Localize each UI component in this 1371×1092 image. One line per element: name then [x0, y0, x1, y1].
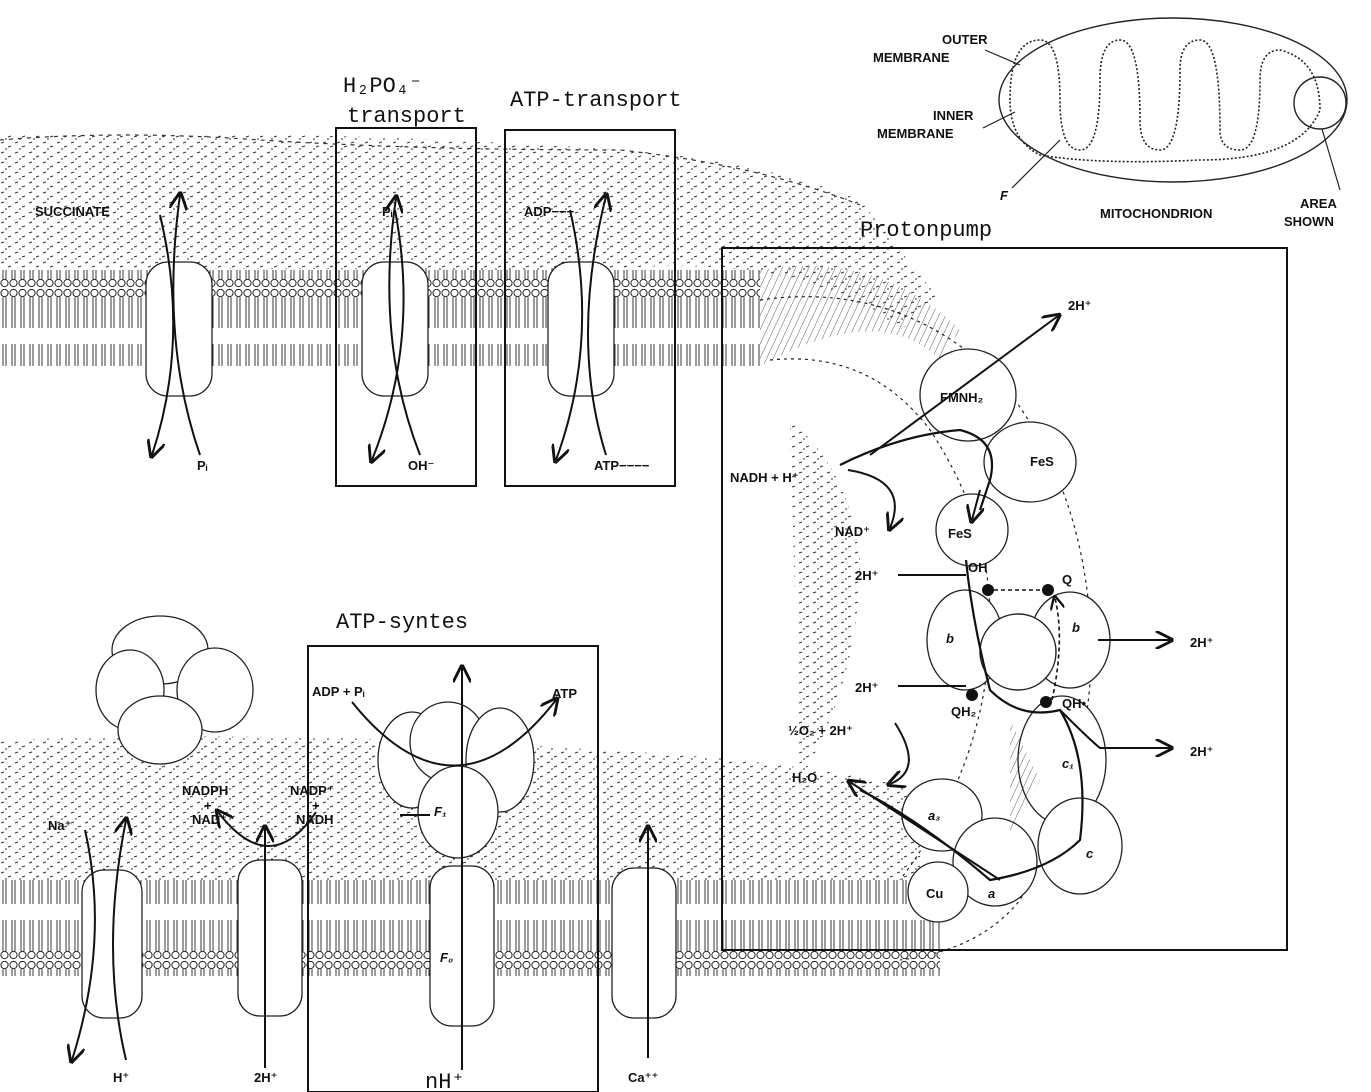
transhydrogenase	[238, 860, 302, 1016]
2h-in-label: 2H⁺	[254, 1070, 277, 1085]
nad-label: NAD⁺	[835, 524, 870, 539]
fmnh2-label: FMNH₂	[940, 390, 984, 405]
c1-label: c₁	[1062, 756, 1074, 771]
cytochrome-c	[1038, 798, 1122, 894]
f1-label: F₁	[434, 804, 447, 819]
2h-right1-label: 2H⁺	[1190, 635, 1213, 650]
2h-top-label: 2H⁺	[1068, 298, 1091, 313]
nh-label: nH⁺	[425, 1070, 465, 1092]
pi-in-label: Pᵢ	[382, 204, 393, 219]
phosphate-transporter	[362, 262, 428, 396]
succinate-label: SUCCINATE	[35, 204, 110, 219]
fes2-label: FeS	[948, 526, 972, 541]
mitochondrion-inset	[983, 18, 1347, 190]
fes1-label: FeS	[1030, 454, 1054, 469]
inner-membrane-label-2: MEMBRANE	[877, 126, 954, 141]
b1-label: b	[946, 631, 954, 646]
q-label: Q	[1062, 572, 1072, 587]
plus2-label: +	[312, 798, 320, 813]
a3-label: a₃	[928, 808, 940, 823]
plus1-label: +	[204, 798, 212, 813]
atp-transport-title: ATP-transport	[510, 88, 682, 113]
2h-a-label: 2H⁺	[855, 568, 878, 583]
ca-label: Ca⁺⁺	[628, 1070, 658, 1085]
h-in-label: H⁺	[113, 1070, 129, 1085]
nadp-plus-label: NADP⁺	[290, 783, 334, 798]
h2o-label: H₂O	[792, 770, 817, 785]
nadh2-label: NADH	[296, 812, 334, 827]
f-label: F	[1000, 188, 1009, 203]
2h-right2-label: 2H⁺	[1190, 744, 1213, 759]
2h-b-label: 2H⁺	[855, 680, 878, 695]
a-label: a	[988, 886, 995, 901]
na-label: Na⁺	[48, 818, 71, 833]
area-shown-label-2: SHOWN	[1284, 214, 1334, 229]
outer-membrane-label-2: MEMBRANE	[873, 50, 950, 65]
qh2-label: QH₂	[951, 704, 977, 719]
area-shown-label-1: AREA	[1300, 196, 1337, 211]
atp-syntes-title: ATP-syntes	[336, 610, 468, 635]
oh1-label: OH	[968, 560, 988, 575]
nad-plus-label: NAD⁺	[192, 812, 227, 827]
phosphate-transport-title-1: H₂PO₄⁻	[343, 74, 422, 99]
half-o2-label: ½O₂ + 2H⁺	[788, 723, 853, 738]
ca-channel	[612, 868, 676, 1018]
protonpump-title: Protonpump	[860, 218, 992, 243]
c-label: c	[1086, 846, 1094, 861]
adp-pi-label: ADP + Pᵢ	[312, 684, 365, 699]
nadh-label: NADH + H⁺	[730, 470, 799, 485]
atp-synth-label: ATP	[552, 686, 577, 701]
outer-membrane-label-1: OUTER	[942, 32, 988, 47]
qh-radical-label: QH•	[1062, 696, 1087, 711]
mitochondrion-label: MITOCHONDRION	[1100, 206, 1212, 221]
fes-complex-2	[936, 494, 1008, 566]
oh-label: OH⁻	[408, 458, 434, 473]
na-h-antiporter	[82, 870, 142, 1018]
fo-label: F₀	[440, 950, 453, 965]
b2-label: b	[1072, 620, 1080, 635]
nadph-label: NADPH	[182, 783, 228, 798]
phosphate-transport-title-2: transport	[347, 104, 466, 129]
atp-label: ATP−−−−	[594, 458, 650, 473]
pi-out-label: Pᵢ	[197, 458, 208, 473]
succinate-transporter	[146, 262, 212, 396]
inner-membrane-label-1: INNER	[933, 108, 974, 123]
upper-membrane	[0, 133, 960, 396]
adp-label: ADP−−−	[524, 204, 575, 219]
cu-label: Cu	[926, 886, 943, 901]
